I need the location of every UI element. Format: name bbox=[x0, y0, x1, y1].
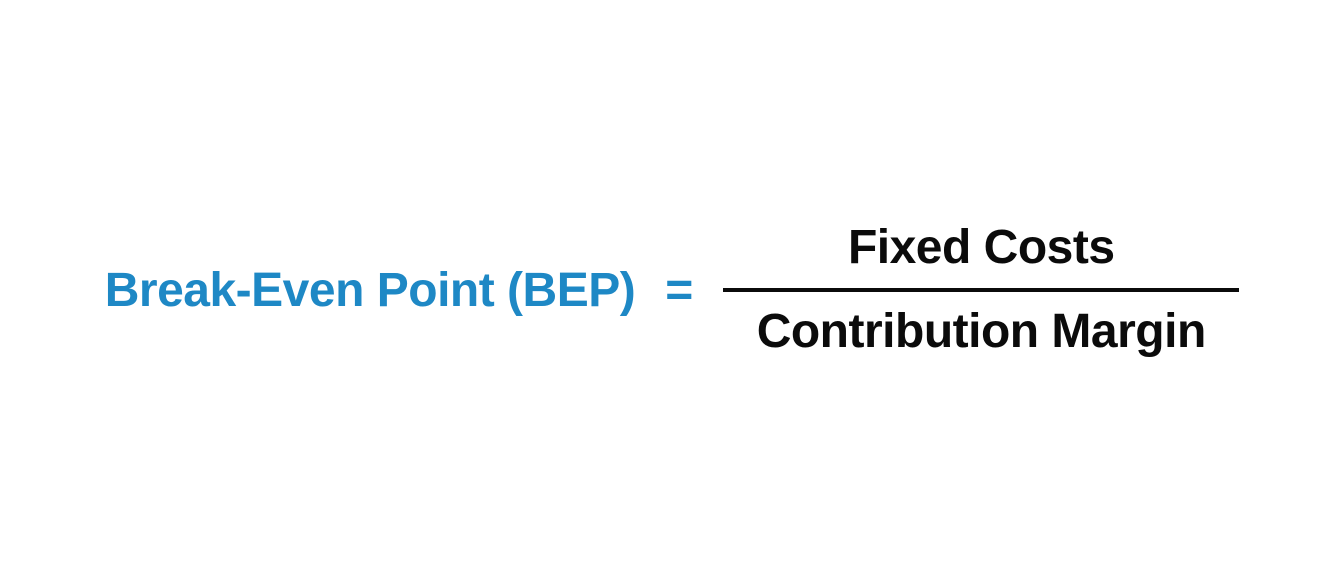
fraction-numerator: Fixed Costs bbox=[847, 221, 1115, 274]
fraction-bar bbox=[723, 288, 1240, 292]
break-even-formula: Break-Even Point (BEP) = Fixed Costs Con… bbox=[104, 221, 1240, 358]
equals-sign: = bbox=[665, 263, 694, 317]
fraction-denominator: Contribution Margin bbox=[756, 305, 1207, 358]
fraction: Fixed Costs Contribution Margin bbox=[723, 221, 1240, 358]
formula-lhs-label: Break-Even Point (BEP) bbox=[104, 263, 636, 317]
